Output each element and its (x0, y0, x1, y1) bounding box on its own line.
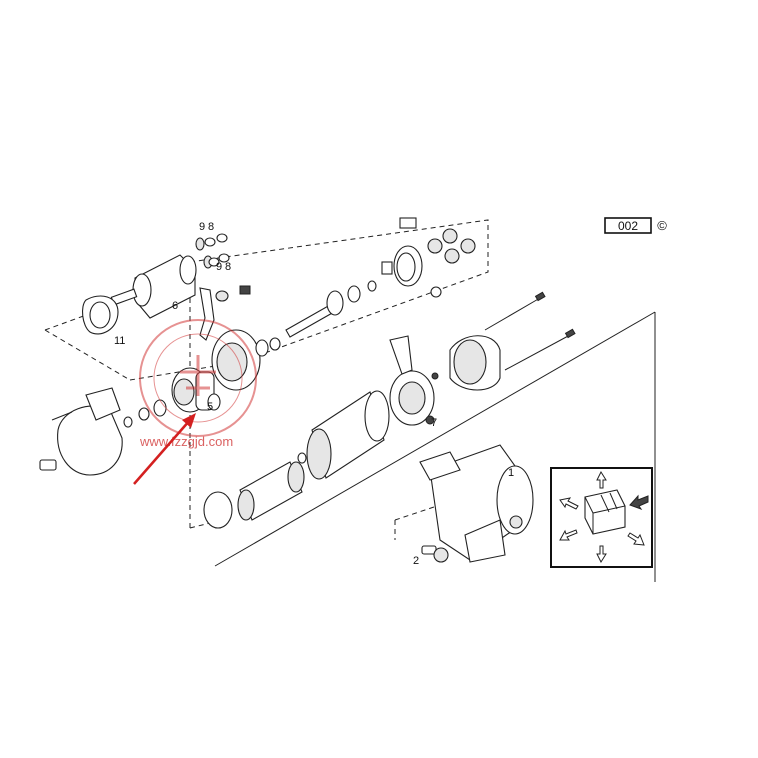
solenoid-part (110, 237, 213, 319)
inset-arrow-right-bottom (627, 532, 645, 546)
planet-gears-part (427, 228, 476, 298)
copyright-symbol: © (657, 218, 667, 233)
callout-9-bottom: 9 (216, 261, 222, 273)
inset-detail-box (550, 467, 653, 568)
end-cover-part (449, 335, 501, 391)
washers-9-8 (204, 233, 230, 267)
pinion-drive-part (123, 367, 221, 428)
highlight-arrow (133, 413, 196, 485)
watermark-seal (139, 319, 257, 437)
callout-1: 1 (508, 467, 514, 479)
callout-5: 5 (207, 401, 213, 413)
inset-arrow-left-top (559, 497, 579, 510)
callout-9-top: 9 (199, 221, 205, 233)
callout-7: 7 (431, 417, 437, 429)
inset-arrow-black (629, 494, 649, 510)
callout-11: 11 (114, 335, 125, 347)
callout-2: 2 (413, 555, 419, 567)
diagram-id-label: 002 (618, 219, 638, 233)
seal-plate-part (81, 295, 119, 335)
watermark-url: www.fzzgjd.com (139, 434, 233, 449)
assembled-starter-part (419, 444, 534, 563)
callout-6: 6 (172, 300, 178, 312)
gear-carrier-part (211, 329, 281, 391)
stator-housing-part (306, 390, 390, 480)
armature-part (203, 452, 307, 529)
brush-plate-part (389, 335, 439, 426)
intermediate-shaft-part (285, 280, 377, 338)
fork-lever-part (199, 285, 251, 341)
drive-end-housing-part (39, 387, 123, 476)
frame-line (214, 311, 656, 567)
callout-labels: 1 2 5 6 7 8 8 9 9 11 (114, 221, 514, 567)
diagram-reference-box: 002 © (604, 217, 667, 234)
ring-gear-part (381, 217, 423, 287)
inset-arrow-bottom (596, 545, 607, 564)
mounting-bolt-part (421, 545, 449, 563)
inset-arrow-left-bottom (559, 529, 578, 541)
inset-arrow-top (596, 470, 607, 489)
callout-8-top: 8 (208, 221, 214, 233)
through-bolts-part (484, 291, 576, 371)
callout-8-bottom: 8 (225, 261, 231, 273)
